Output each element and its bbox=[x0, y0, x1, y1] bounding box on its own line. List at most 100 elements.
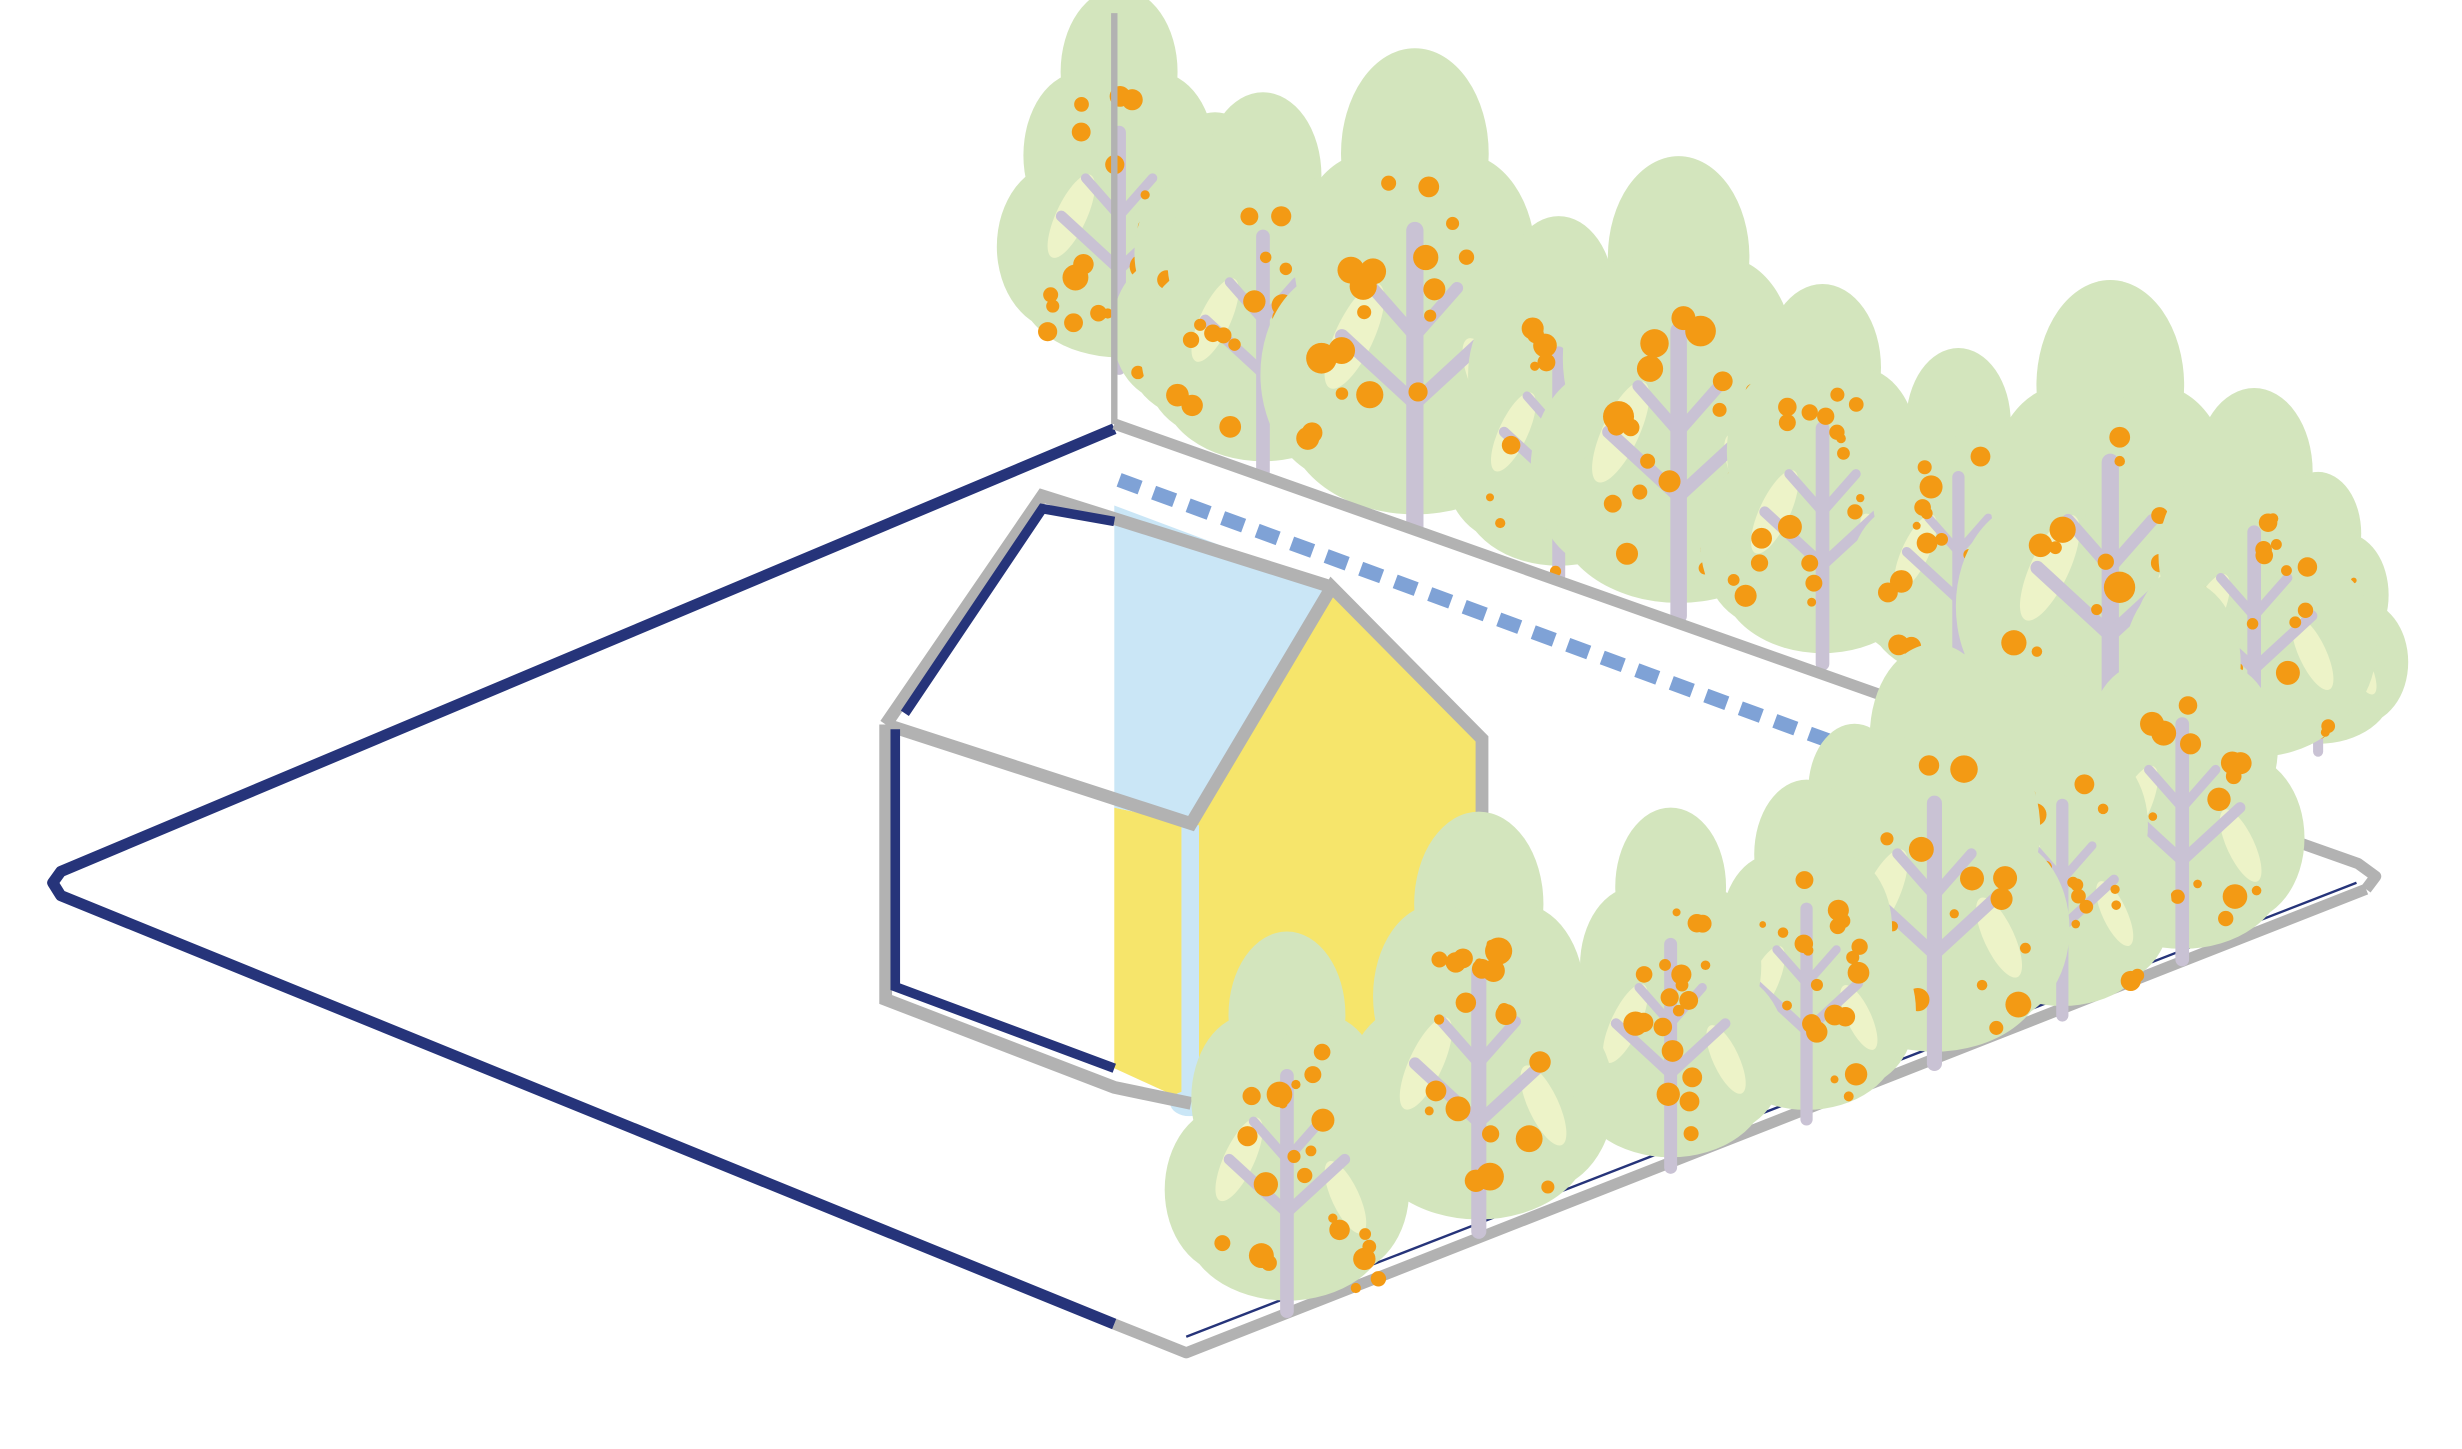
fruit bbox=[1182, 331, 1200, 349]
fruit bbox=[1453, 948, 1473, 969]
fruit bbox=[1856, 493, 1865, 503]
fruit bbox=[1474, 958, 1484, 968]
fruit bbox=[1672, 1004, 1685, 1017]
fruit bbox=[1501, 435, 1521, 455]
fruit bbox=[1843, 1091, 1854, 1102]
fruit bbox=[1329, 1219, 1350, 1241]
fruit bbox=[1837, 446, 1850, 460]
fruit bbox=[1296, 426, 1320, 450]
tree-branch bbox=[1408, 282, 1464, 343]
fruit bbox=[1750, 554, 1769, 572]
fruit bbox=[1219, 415, 1242, 438]
tree-branch bbox=[2144, 764, 2188, 813]
fruit bbox=[1291, 1079, 1301, 1090]
fruit bbox=[1242, 1086, 1261, 1106]
fruit bbox=[1759, 921, 1767, 928]
fruit bbox=[1527, 326, 1545, 344]
fruit bbox=[1357, 305, 1372, 320]
fruit bbox=[1712, 402, 1727, 417]
fruit bbox=[1253, 1172, 1279, 1197]
fruit bbox=[2005, 991, 2032, 1018]
tree-highlight bbox=[2219, 809, 2262, 882]
house-front-wall-right bbox=[1114, 807, 1192, 1104]
front-orchard-tree bbox=[1164, 931, 1410, 1319]
tree-branch bbox=[1473, 1016, 1522, 1069]
fruit bbox=[1356, 381, 1384, 409]
fruit bbox=[1805, 574, 1823, 592]
fruit bbox=[1043, 287, 1059, 303]
tree-branch bbox=[1802, 945, 1841, 988]
fruit bbox=[1335, 387, 1349, 400]
fruit bbox=[1817, 407, 1835, 425]
fruit bbox=[1970, 446, 1991, 467]
fruit bbox=[2275, 660, 2300, 685]
fruit bbox=[2151, 507, 2169, 525]
fruit bbox=[1485, 937, 1513, 965]
plot-inner-edge bbox=[1185, 881, 2357, 1338]
fruit bbox=[1194, 318, 1207, 331]
fruit bbox=[1919, 475, 1943, 499]
house-corner-post bbox=[1181, 825, 1200, 1105]
fruit bbox=[1661, 1040, 1684, 1062]
fruit bbox=[1908, 836, 1934, 862]
tree-branch bbox=[1634, 982, 1676, 1028]
fruit bbox=[1102, 308, 1113, 319]
fruit bbox=[1830, 1075, 1839, 1084]
tree-branch bbox=[1610, 1018, 1676, 1079]
fruit bbox=[1458, 249, 1475, 265]
tree-branch bbox=[1366, 282, 1421, 343]
fruit bbox=[1090, 304, 1107, 322]
front-orchard-row bbox=[1164, 579, 2305, 1319]
fruit bbox=[1829, 424, 1845, 440]
fruit bbox=[1851, 938, 1868, 955]
fruit bbox=[1306, 342, 1337, 374]
fruit bbox=[1888, 634, 1910, 656]
fruit bbox=[1446, 216, 1460, 231]
fruit bbox=[2297, 602, 2314, 619]
fruit bbox=[1071, 122, 1091, 142]
fruit bbox=[1671, 964, 1692, 985]
fruit bbox=[1950, 755, 1978, 783]
fruit bbox=[1727, 574, 1740, 586]
tree-branch bbox=[1892, 848, 1940, 901]
fruit bbox=[1038, 322, 1058, 342]
fruit bbox=[2103, 571, 2136, 603]
tree-branch bbox=[1901, 546, 1964, 605]
fruit bbox=[1424, 1106, 1434, 1116]
fruit bbox=[1287, 1149, 1301, 1164]
fruit bbox=[2049, 516, 2076, 543]
fruit bbox=[1074, 97, 1089, 112]
fruit bbox=[2110, 884, 2120, 894]
fruit bbox=[2091, 603, 2103, 616]
fruit bbox=[1131, 365, 1145, 380]
fruit bbox=[1847, 961, 1870, 984]
fruit bbox=[1782, 1000, 1792, 1011]
tree-highlight bbox=[1047, 174, 1095, 258]
fruit bbox=[1140, 190, 1150, 200]
fruit bbox=[2019, 942, 2031, 954]
tree-highlight bbox=[1840, 985, 1878, 1050]
fruit bbox=[1640, 453, 1656, 469]
fruit bbox=[1794, 934, 1814, 954]
house-roof-outline-grey bbox=[880, 488, 1334, 729]
fruit bbox=[2071, 919, 2081, 929]
fruit bbox=[1537, 353, 1556, 372]
tree-highlight bbox=[1520, 1065, 1567, 1146]
fruit bbox=[1949, 909, 1959, 919]
tree-branch bbox=[2104, 513, 2159, 574]
fruit bbox=[1636, 355, 1664, 382]
fruit bbox=[1064, 313, 1083, 333]
fruit bbox=[1413, 244, 1439, 271]
fruit bbox=[2148, 812, 2158, 821]
fruit bbox=[1529, 1051, 1551, 1073]
fruit bbox=[1877, 582, 1898, 603]
fruit bbox=[1993, 866, 2018, 891]
fruit bbox=[1777, 514, 1802, 539]
fruit bbox=[1297, 1167, 1313, 1184]
fruit bbox=[1672, 908, 1681, 917]
fruit bbox=[1530, 361, 1540, 371]
tree-branch bbox=[1472, 1057, 1549, 1129]
fruit bbox=[2229, 752, 2252, 775]
dashed-divider-line bbox=[1116, 473, 1870, 762]
